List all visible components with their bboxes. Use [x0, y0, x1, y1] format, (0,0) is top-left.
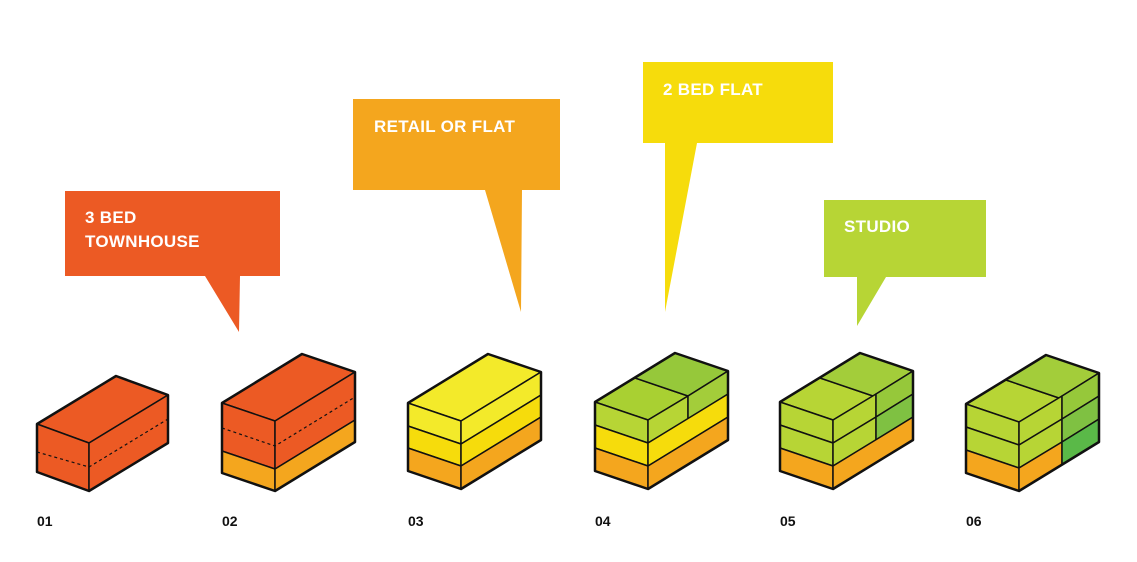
- bubble-shape: [824, 200, 986, 326]
- bubble-2-bed-flat: 2 BED FLAT: [643, 62, 833, 312]
- block-03: [406, 352, 543, 491]
- step-label-03: 03: [408, 513, 424, 529]
- block-01: [35, 374, 170, 493]
- bubble-label-line-2: TOWNHOUSE: [85, 232, 200, 251]
- step-label-02: 02: [222, 513, 238, 529]
- step-label-05: 05: [780, 513, 796, 529]
- block-02: [220, 352, 357, 493]
- bubble-shape: [353, 99, 560, 312]
- bubble-label: RETAIL OR FLAT: [374, 117, 515, 136]
- block-outline: [406, 352, 543, 491]
- floor-dashed-line: [36, 418, 169, 468]
- bubble-label: STUDIO: [844, 217, 910, 236]
- block-outline: [593, 351, 730, 491]
- block-outline: [220, 352, 357, 493]
- step-label-01: 01: [37, 513, 53, 529]
- bubble-label: 2 BED FLAT: [663, 80, 763, 99]
- block-outline: [964, 353, 1101, 493]
- bubble-shape: [643, 62, 833, 312]
- bubble-label-line-1: 3 BED: [85, 208, 137, 227]
- floor-dashed-line: [221, 396, 356, 447]
- block-outline: [35, 374, 170, 493]
- block-06: [964, 353, 1101, 493]
- step-label-04: 04: [595, 513, 611, 529]
- block-05: [778, 351, 915, 491]
- block-outline: [778, 351, 915, 491]
- bubble-shape: [65, 191, 280, 332]
- block-04: [593, 351, 730, 491]
- bubble-3-bed-townhouse: 3 BED TOWNHOUSE: [65, 191, 280, 332]
- bubble-retail-or-flat: RETAIL OR FLAT: [353, 99, 560, 312]
- bubble-studio: STUDIO: [824, 200, 986, 326]
- step-label-06: 06: [966, 513, 982, 529]
